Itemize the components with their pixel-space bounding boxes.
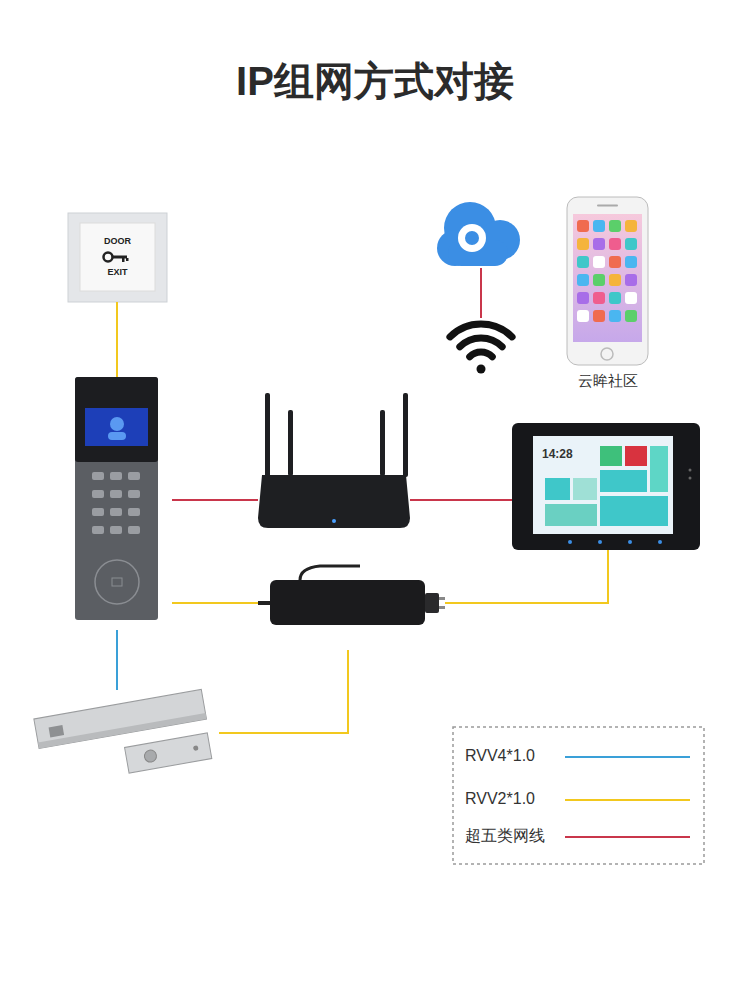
keypad-key <box>110 490 122 498</box>
indoor-monitor: 14:28 <box>512 423 700 550</box>
keypad-key <box>128 472 140 480</box>
exit-button <box>68 213 167 302</box>
app-icon <box>609 292 621 304</box>
phone-app: 云眸社区 <box>560 197 655 395</box>
wifi-signal <box>445 318 517 375</box>
legend-label: RVV2*1.0 <box>465 790 535 808</box>
app-icon <box>577 238 589 250</box>
legend-label: 超五类网线 <box>465 827 545 845</box>
cable-connector <box>116 302 118 377</box>
app-icon <box>625 256 637 268</box>
power-supply <box>258 566 445 625</box>
cable-connector <box>219 650 348 733</box>
power-supply <box>258 570 445 640</box>
cable-connector <box>410 499 512 501</box>
keypad-key <box>128 508 140 516</box>
keypad-key <box>110 508 122 516</box>
cloud-icon <box>437 202 520 266</box>
cable-connector <box>172 499 258 501</box>
app-icon <box>577 274 589 286</box>
app-icon <box>609 220 621 232</box>
router <box>258 393 410 528</box>
app-icon <box>593 238 605 250</box>
app-icon <box>577 256 589 268</box>
app-icon <box>577 292 589 304</box>
keypad-key <box>128 490 140 498</box>
device-label: 云眸社区 <box>578 372 638 389</box>
keypad-key <box>92 508 104 516</box>
app-icon <box>577 310 589 322</box>
app-icon <box>625 238 637 250</box>
electric-lock <box>34 689 212 773</box>
cloud-service <box>432 196 528 268</box>
device-label: DOOR <box>104 236 131 246</box>
indoor-monitor <box>512 423 700 550</box>
keypad-key <box>92 490 104 498</box>
wifi-icon <box>450 324 512 373</box>
keypad-key <box>92 526 104 534</box>
cable-connector <box>480 268 482 318</box>
router <box>258 393 410 530</box>
electric-lock <box>30 690 215 775</box>
app-icon <box>625 292 637 304</box>
app-icon <box>593 256 605 268</box>
app-icon <box>593 220 605 232</box>
legend-sample-line <box>565 836 690 838</box>
legend-sample-line <box>565 756 690 758</box>
door-station <box>75 377 158 620</box>
keypad-key <box>128 526 140 534</box>
app-icon <box>593 274 605 286</box>
cable-connector <box>172 602 258 604</box>
device-sublabel: EXIT <box>107 267 127 277</box>
phone <box>567 197 648 365</box>
app-icon <box>609 310 621 322</box>
app-icon <box>609 238 621 250</box>
door-station <box>75 377 158 620</box>
keypad-key <box>92 472 104 480</box>
app-icon <box>625 310 637 322</box>
legend-frame <box>453 727 704 864</box>
keypad-key <box>110 472 122 480</box>
legend-sample-line <box>565 799 690 801</box>
keypad-key <box>110 526 122 534</box>
device-label: 14:28 <box>542 448 573 462</box>
cable-connector <box>445 550 608 603</box>
legend-label: RVV4*1.0 <box>465 747 535 765</box>
app-icon <box>593 310 605 322</box>
app-icon <box>625 274 637 286</box>
app-icon <box>625 220 637 232</box>
diagram-title: IP组网方式对接 <box>0 58 750 104</box>
app-icon <box>577 220 589 232</box>
legend-samples <box>565 757 690 837</box>
cable-connector <box>116 630 118 690</box>
app-icon <box>593 292 605 304</box>
exit-button: DOOR EXIT <box>68 213 167 302</box>
app-icon <box>609 256 621 268</box>
app-icon <box>609 274 621 286</box>
